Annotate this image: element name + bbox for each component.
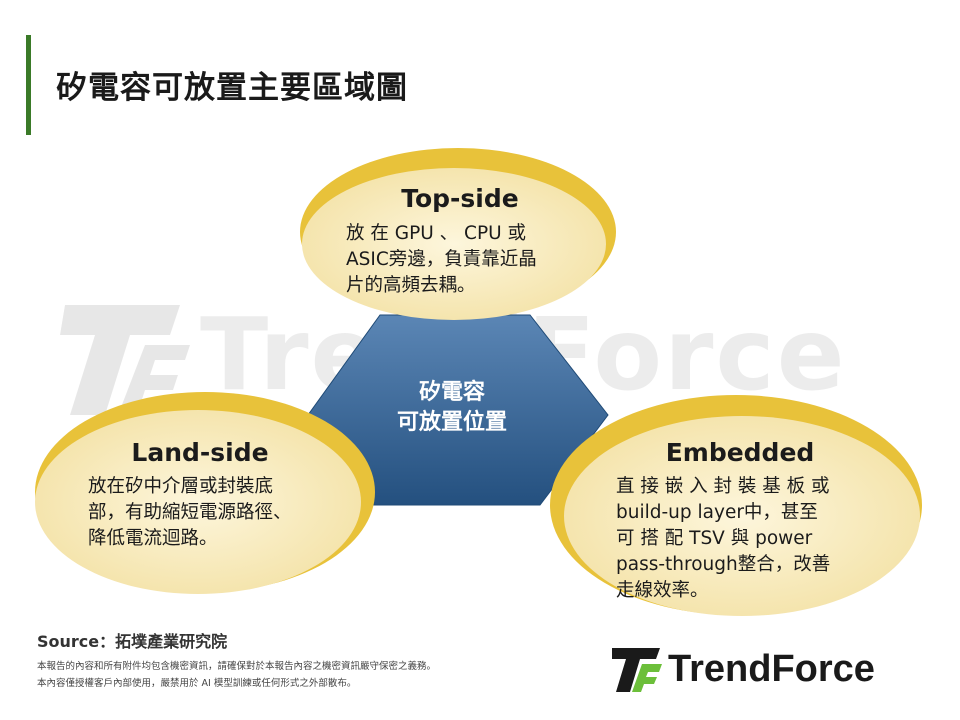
embedded-line: pass-through整合，改善 bbox=[616, 554, 831, 575]
usage-note: 本內容僅授權客戶內部使用，嚴禁用於 AI 模型訓練或任何形式之外部散布。 bbox=[37, 678, 357, 689]
center-label-line1: 矽電容 bbox=[418, 380, 485, 405]
source-note: Source：拓墣產業研究院 bbox=[37, 632, 228, 651]
land-side-line: 降低電流迴路。 bbox=[88, 528, 218, 549]
logo-text: TrendForce bbox=[668, 648, 875, 690]
title-accent-bar bbox=[26, 35, 31, 135]
top-side-text: 放 在 GPU 、 CPU 或 ASIC旁邊，負責靠近晶 片的高頻去耦。 bbox=[346, 221, 572, 299]
embedded-title: Embedded bbox=[665, 438, 815, 467]
embedded-line: 走線效率。 bbox=[616, 580, 709, 601]
center-label: 矽電容 可放置位置 bbox=[382, 378, 522, 438]
land-side-bubble bbox=[35, 410, 361, 594]
top-side-bubble bbox=[302, 168, 606, 320]
confidentiality-note: 本報告的內容和所有附件均包含機密資訊，請確保對於本報告內容之機密資訊嚴守保密之義… bbox=[37, 661, 437, 672]
top-side-title: Top-side bbox=[401, 184, 519, 213]
land-side-text: 放在矽中介層或封裝底 部，有助縮短電源路徑、 降低電流迴路。 bbox=[88, 474, 338, 552]
land-side-title: Land-side bbox=[131, 438, 269, 467]
land-side-line: 放在矽中介層或封裝底 bbox=[88, 476, 274, 497]
land-side-line: 部，有助縮短電源路徑、 bbox=[88, 502, 292, 523]
top-side-line: 放 在 GPU 、 CPU 或 bbox=[346, 223, 527, 244]
trendforce-logo-icon bbox=[612, 648, 662, 692]
top-side-line: ASIC旁邊，負責靠近晶 bbox=[346, 249, 537, 270]
center-label-line2: 可放置位置 bbox=[396, 410, 507, 435]
embedded-line: build-up layer中，甚至 bbox=[616, 502, 818, 523]
embedded-line: 可 搭 配 TSV 與 power bbox=[616, 528, 813, 549]
top-side-line: 片的高頻去耦。 bbox=[346, 275, 476, 296]
watermark-logo-icon bbox=[60, 305, 190, 415]
embedded-bubble bbox=[564, 416, 920, 616]
embedded-line: 直 接 嵌 入 封 裝 基 板 或 bbox=[616, 476, 830, 497]
embedded-text: 直 接 嵌 入 封 裝 基 板 或 build-up layer中，甚至 可 搭… bbox=[616, 474, 870, 604]
page-title: 矽電容可放置主要區域圖 bbox=[56, 70, 408, 106]
